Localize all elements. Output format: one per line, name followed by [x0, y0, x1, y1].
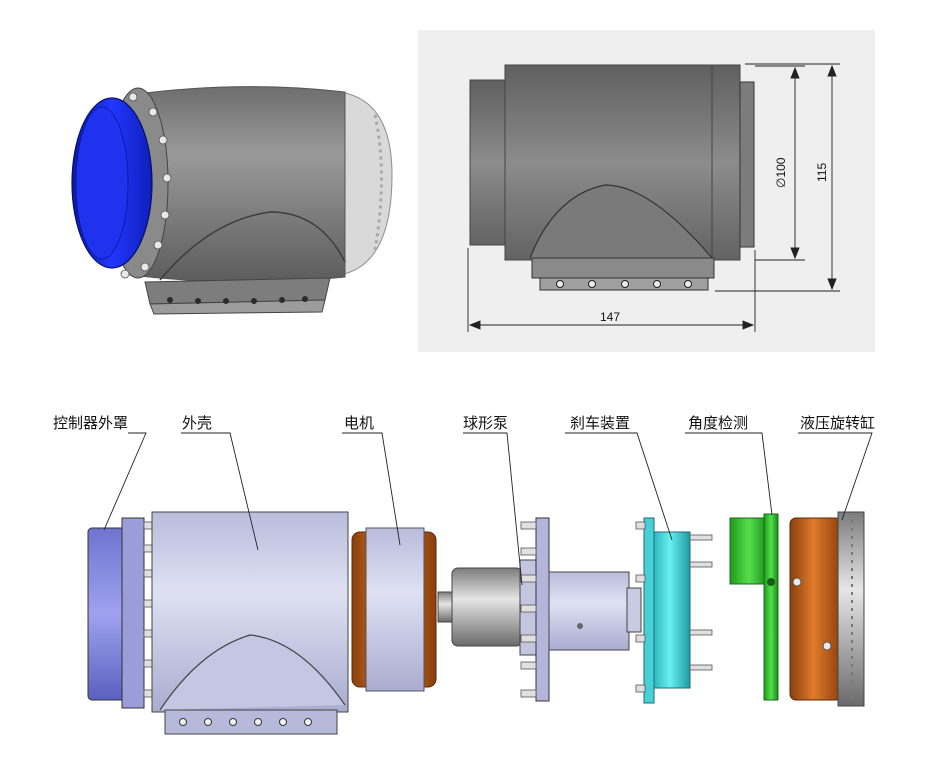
angle-detection-part: [729, 513, 779, 701]
dim-height: [715, 63, 840, 292]
drawing-base-holes: [556, 280, 692, 288]
dim-height-label: 115: [815, 163, 829, 182]
dim-diameter: [755, 65, 805, 261]
dim-length-label: 147: [600, 310, 620, 324]
label-rotary-cylinder: 液压旋转缸: [800, 414, 875, 432]
dim-diameter-label: ∅100: [774, 157, 788, 188]
label-motor: 电机: [344, 414, 374, 432]
label-housing: 外壳: [182, 414, 212, 432]
exploded-view: 控制器外罩 外壳 电机 球形泵 刹车装置 角度检测 液压旋转缸: [53, 414, 875, 735]
label-angle-detection: 角度检测: [688, 414, 748, 432]
label-brake: 刹车装置: [570, 414, 630, 432]
label-controller-cover: 控制器外罩: [53, 414, 128, 432]
label-ball-pump: 球形泵: [463, 414, 508, 432]
isometric-render: [71, 86, 393, 315]
controller-cover-part: [87, 517, 153, 709]
ball-pump-part: [437, 517, 642, 702]
dimension-drawing: ∅100 115 147: [418, 30, 875, 352]
dim-length: [467, 248, 756, 332]
housing-bolt-holes: [179, 718, 312, 726]
motor-part: [351, 527, 437, 692]
leader-lines: [103, 432, 873, 586]
housing-part: [151, 511, 349, 735]
flange-bolts: [120, 92, 172, 279]
rotary-cylinder-part: [789, 511, 865, 707]
brake-part: [635, 517, 713, 704]
base-bolt-holes: [167, 296, 308, 304]
